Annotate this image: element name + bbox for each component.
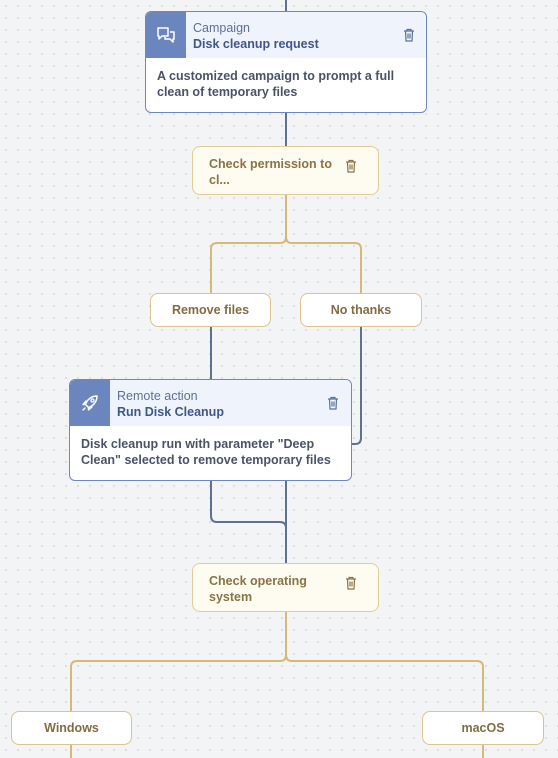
os-check-node[interactable]: Check operating system [192,563,379,612]
chat-bubbles-icon [146,12,186,58]
campaign-node-description: A customized campaign to prompt a full c… [157,69,395,99]
permission-check-node[interactable]: Check permission to cl... [192,146,379,195]
permission-check-label: Check permission to cl... [209,157,332,187]
rocket-icon [70,380,110,426]
remote-action-node-type: Remote action [117,389,198,403]
trash-icon[interactable] [402,27,416,43]
branch-macos[interactable]: macOS [422,711,544,745]
remote-action-node[interactable]: Remote action Run Disk Cleanup Disk clea… [69,379,352,481]
branch-no-thanks[interactable]: No thanks [300,293,422,327]
campaign-node[interactable]: Campaign Disk cleanup request A customiz… [145,11,427,113]
remote-action-node-name: Run Disk Cleanup [117,405,224,419]
connector-os-to-macos [285,654,484,711]
os-check-label: Check operating system [209,574,307,604]
connector-os-check-stem [70,612,287,711]
connector-permission-to-no-thanks [285,236,362,293]
connector-no-thanks-to-merge [351,327,362,445]
branch-windows[interactable]: Windows [11,711,132,745]
campaign-node-name: Disk cleanup request [193,37,319,51]
connector-remote-action-to-merge [210,481,287,529]
remote-action-node-header: Remote action Run Disk Cleanup [70,380,351,426]
branch-remove-files[interactable]: Remove files [150,293,271,327]
trash-icon[interactable] [326,395,340,411]
trash-icon[interactable] [344,575,358,591]
connector-permission-check-stem [210,194,287,293]
campaign-node-header: Campaign Disk cleanup request [146,12,426,58]
campaign-node-type: Campaign [193,21,250,35]
remote-action-node-description: Disk cleanup run with parameter "Deep Cl… [81,437,331,467]
trash-icon[interactable] [344,158,358,174]
